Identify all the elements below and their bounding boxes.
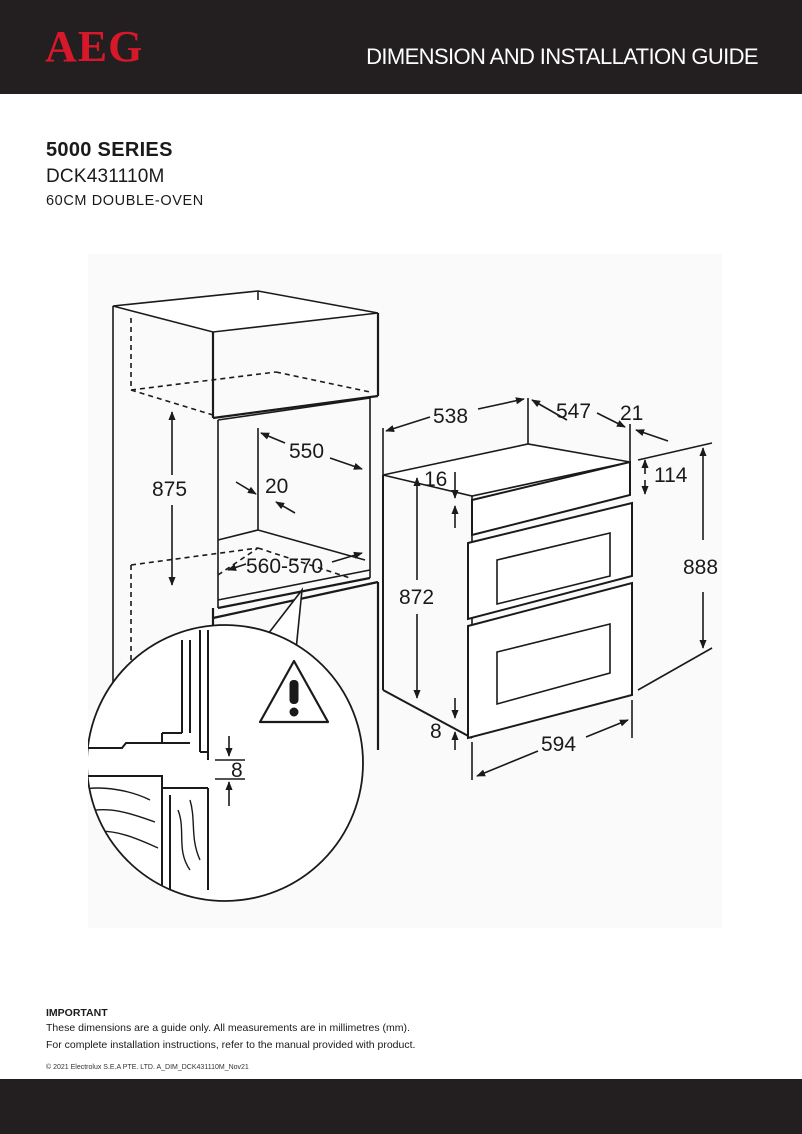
dim-body-depth: 547 [556, 400, 591, 423]
dim-panel-114: 114 [654, 464, 688, 487]
oven-dimension-lines [385, 397, 707, 777]
product-description: 60CM DOUBLE-OVEN [46, 193, 204, 209]
dim-body-height: 872 [399, 586, 434, 609]
dim-bottom-8: 8 [430, 720, 442, 743]
warning-triangle-icon [258, 659, 330, 724]
installation-diagram-svg: 875 550 20 560-570 8 538 547 21 16 114 8… [88, 290, 718, 902]
product-model: DCK431110M [46, 166, 165, 187]
header-bar: AEG DIMENSION AND INSTALLATION GUIDE [0, 0, 802, 94]
dim-oven-depth: 538 [433, 405, 468, 428]
dim-top-16: 16 [424, 468, 447, 491]
footer-bar [0, 1079, 802, 1134]
dim-oven-height: 888 [683, 556, 718, 579]
dim-cabinet-height: 875 [152, 478, 187, 501]
installation-diagram: 875 550 20 560-570 8 538 547 21 16 114 8… [88, 254, 722, 928]
page-title: DIMENSION AND INSTALLATION GUIDE [366, 44, 759, 69]
cabinet-drawing [112, 290, 380, 750]
important-note-line2: For complete installation instructions, … [46, 1039, 416, 1051]
aeg-logo: AEG [45, 22, 144, 71]
detail-circle [88, 624, 364, 902]
cabinet-dimension-lines [168, 411, 363, 586]
important-note-line1: These dimensions are a guide only. All m… [46, 1022, 410, 1034]
copyright-text: © 2021 Electrolux S.E.A PTE. LTD. A_DIM_… [46, 1064, 249, 1071]
dim-niche-depth: 550 [289, 440, 324, 463]
product-series: 5000 SERIES [46, 139, 173, 161]
dim-detail-8: 8 [231, 759, 243, 782]
oven-drawing [382, 398, 713, 780]
dim-niche-width: 560-570 [246, 555, 323, 578]
dim-oven-width: 594 [541, 733, 576, 756]
important-heading: IMPORTANT [46, 1007, 108, 1019]
dim-gap-20: 20 [265, 475, 288, 498]
dim-front-21: 21 [620, 402, 643, 425]
